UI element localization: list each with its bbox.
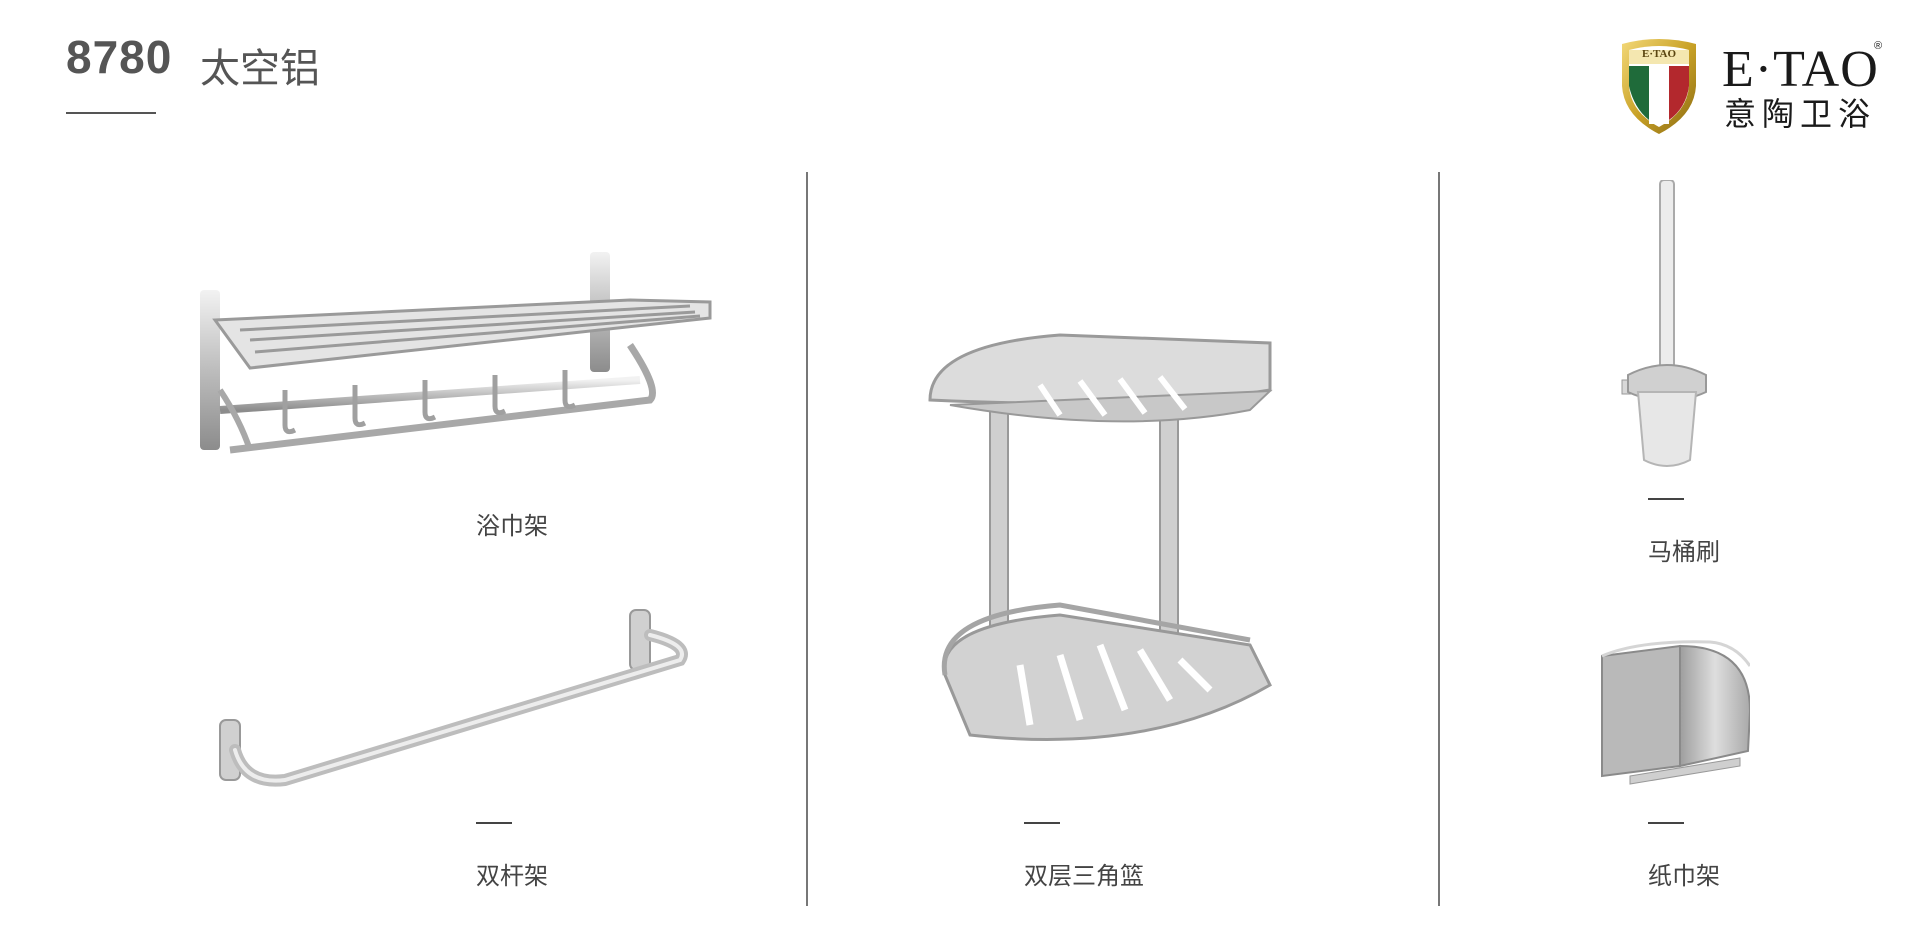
towel-bar-image [219, 609, 688, 787]
product-label-toilet-brush: 马桶刷 [1648, 538, 1720, 566]
label-dash [1648, 822, 1684, 824]
product-label-towel-rack: 浴巾架 [476, 512, 548, 540]
product-label-paper-holder: 纸巾架 [1648, 862, 1720, 890]
toilet-brush-image [1621, 180, 1707, 467]
model-code: 8780 [66, 31, 173, 83]
column-divider [1438, 172, 1440, 906]
product-label-double-bar: 双杆架 [476, 862, 548, 890]
header-underline [66, 112, 156, 114]
column-divider [806, 172, 808, 906]
brand-logo: E·TAO E·TAO ® 意陶卫浴 [1616, 36, 1886, 140]
product-label-corner-basket: 双层三角篮 [1024, 862, 1144, 890]
label-dash [476, 822, 512, 824]
shield-emblem-icon [1622, 39, 1696, 134]
registered-mark: ® [1874, 40, 1883, 52]
label-dash [1024, 822, 1060, 824]
label-dash [1648, 498, 1684, 500]
material-title: 太空铝 [200, 46, 320, 92]
brand-name: E·TAO [1722, 41, 1879, 98]
corner-basket-image [928, 333, 1273, 741]
shield-text: E·TAO [1641, 48, 1677, 60]
paper-holder-image [1601, 640, 1750, 785]
brand-chinese-name: 意陶卫浴 [1724, 95, 1877, 133]
towel-rack-image [200, 252, 712, 454]
